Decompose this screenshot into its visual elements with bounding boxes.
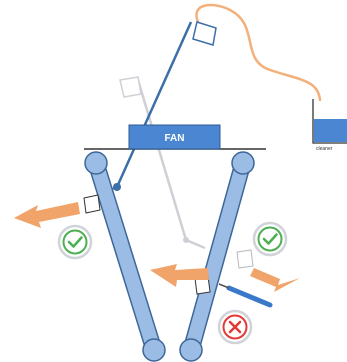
check-circle-icon bbox=[57, 224, 93, 260]
left-nozzle bbox=[83, 194, 101, 214]
right-ghost-nozzle bbox=[236, 249, 254, 269]
fan-label: FAN bbox=[165, 133, 185, 144]
scraper-blade bbox=[218, 283, 273, 308]
right-arrow bbox=[250, 268, 300, 292]
check-circle-icon bbox=[252, 221, 288, 257]
middle-arrow bbox=[150, 264, 209, 287]
cleaner-bucket: cleaner bbox=[312, 99, 347, 152]
active-wand bbox=[97, 21, 217, 196]
cross-circle-icon bbox=[217, 309, 253, 345]
cleaner-tube bbox=[195, 3, 322, 102]
left-beam bbox=[84, 151, 166, 362]
right-beam bbox=[179, 151, 255, 362]
fan-unit: FAN bbox=[84, 124, 266, 150]
cleaner-label: cleaner bbox=[316, 146, 333, 152]
left-arrow bbox=[14, 202, 80, 228]
ghost-wand bbox=[119, 76, 206, 250]
